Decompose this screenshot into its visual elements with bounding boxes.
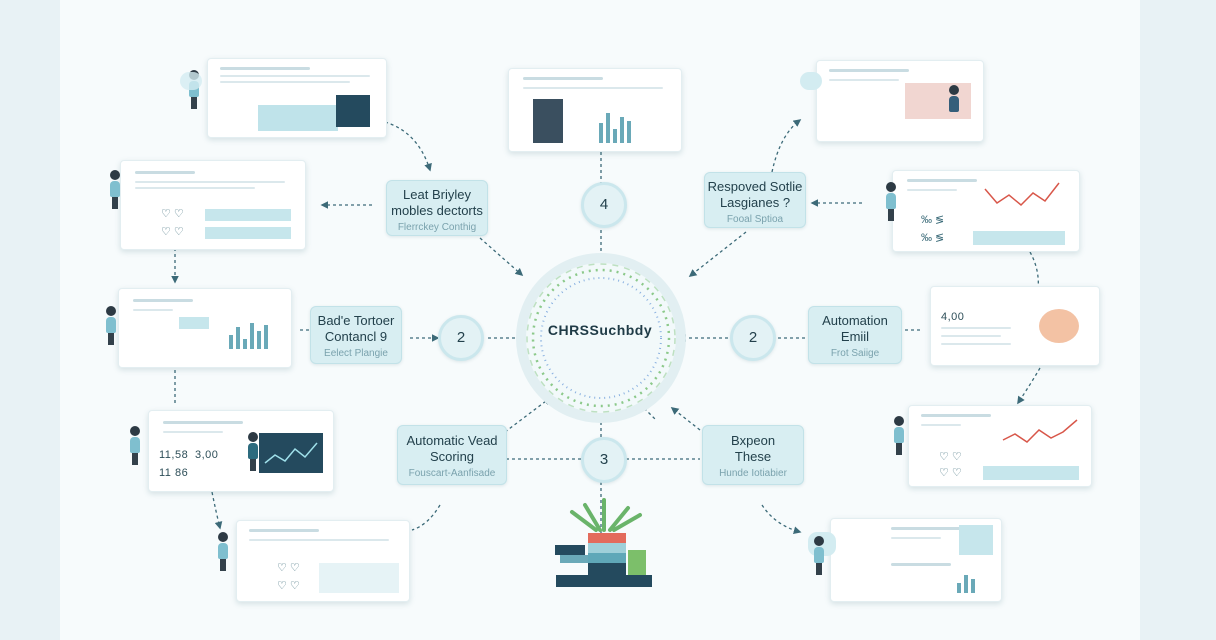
dashboard-card-left-5[interactable]: ♡ ♡ ♡ ♡ [236, 520, 410, 602]
person-icon [104, 306, 118, 345]
link-box2-card [771, 119, 802, 173]
person-icon [812, 536, 826, 575]
dashboard-card-right-3[interactable]: 4,00 [930, 286, 1100, 366]
bar-chart [957, 569, 975, 593]
metric-value: 4,00 [941, 311, 965, 323]
dashboard-card-left-2[interactable]: ♡ ♡ ♡ ♡ [120, 160, 306, 250]
box-subtitle: Hunde Iotiabier [719, 468, 787, 479]
label-box-automation-email[interactable]: Automation Emiil Frot Saiige [808, 306, 902, 364]
link-right-a [1029, 251, 1039, 291]
metric-value: 3,00 [195, 449, 219, 461]
heart-icon: ♡ ♡ [161, 226, 184, 238]
person-icon [128, 426, 142, 465]
dashboard-card-right-4[interactable]: ♡ ♡ ♡ ♡ [908, 405, 1092, 487]
dashboard-card-top[interactable] [508, 68, 682, 152]
heart-icon: ♡ ♡ [161, 208, 184, 220]
person-icon [884, 182, 898, 221]
step-circle-3[interactable]: 3 [581, 437, 627, 483]
chart-icon: ‰ ≶ [921, 214, 945, 226]
link-box6-card [761, 504, 802, 535]
box-subtitle: Fooal Sptioa [726, 214, 784, 225]
left-margin [0, 0, 60, 640]
hub-label: CHRSSuchbdy [547, 322, 653, 338]
label-box-contact[interactable]: Bad'e Tortoer Contancl 9 Eelect Plangie [310, 306, 402, 364]
chart-icon: ‰ ≶ [921, 232, 945, 244]
line-chart [984, 182, 1060, 207]
link-hub-step3 [639, 403, 657, 421]
label-box-responded[interactable]: Respoved Sotlie Lasgianes ? Fooal Sptioa [704, 172, 806, 228]
box-title: Bxpeon These [730, 433, 776, 464]
heart-icon: ♡ ♡ [277, 562, 300, 574]
box-title: Bad'e Tortoer Contancl 9 [317, 313, 395, 344]
dashboard-card-right-5[interactable] [830, 518, 1002, 602]
label-box-lead-scoring[interactable]: Automatic Vead Scoring Fouscart-Aanfisad… [397, 425, 507, 485]
person-icon [892, 416, 906, 455]
heart-icon: ♡ ♡ [939, 467, 962, 479]
right-margin [1140, 0, 1216, 640]
speech-bubble-icon [180, 72, 202, 90]
label-box-these[interactable]: Bxpeon These Hunde Iotiabier [702, 425, 804, 485]
link-card1-box1 [384, 121, 432, 172]
link-box6-hub [670, 407, 701, 431]
dashboard-card-left-4[interactable]: 11,58 3,00 11 86 [148, 410, 334, 492]
person-icon [216, 532, 230, 571]
person-icon [108, 170, 122, 209]
presenter-icon [246, 432, 260, 471]
box-title: Automation Emiil [822, 313, 888, 344]
plant-books-illustration [555, 498, 652, 587]
box-subtitle: Frot Saiige [830, 348, 880, 359]
link-right-b [1017, 367, 1041, 405]
metric-value: 11 86 [159, 467, 189, 479]
step-circle-2-left[interactable]: 2 [438, 315, 484, 361]
bar-chart [229, 319, 268, 349]
metric-value: 11,58 [159, 449, 189, 461]
heart-icon: ♡ ♡ [939, 451, 962, 463]
line-chart [1002, 419, 1078, 443]
step-circle-4[interactable]: 4 [581, 182, 627, 228]
bar-chart [599, 109, 631, 143]
heart-icon: ♡ ♡ [277, 580, 300, 592]
link-box5-hub [504, 397, 552, 433]
line-chart [264, 442, 318, 464]
step-circle-2-right[interactable]: 2 [730, 315, 776, 361]
speech-bubble-icon [800, 72, 822, 90]
box-subtitle: Fouscart-Aanfisade [408, 468, 496, 479]
link-box5-card [411, 504, 441, 531]
box-title: Automatic Vead Scoring [406, 433, 498, 464]
dashboard-card-left-1[interactable] [207, 58, 387, 138]
dashboard-card-right-1[interactable] [816, 60, 984, 142]
label-box-lead-mobile[interactable]: Leat Briyley mobles dectorts Flerrckey C… [386, 180, 488, 236]
box-subtitle: Flerrckey Conthig [397, 222, 477, 233]
dashboard-card-right-2[interactable]: ‰ ≶ ‰ ≶ [892, 170, 1080, 252]
dashboard-card-left-3[interactable] [118, 288, 292, 368]
link-left-c [211, 491, 223, 530]
hub-ring [516, 253, 686, 423]
box-subtitle: Eelect Plangie [324, 348, 388, 359]
box-title: Leat Briyley mobles dectorts [391, 187, 483, 218]
link-box2-hub [688, 231, 747, 277]
box-title: Respoved Sotlie Lasgianes ? [707, 179, 803, 210]
link-box1-hub [479, 237, 524, 277]
